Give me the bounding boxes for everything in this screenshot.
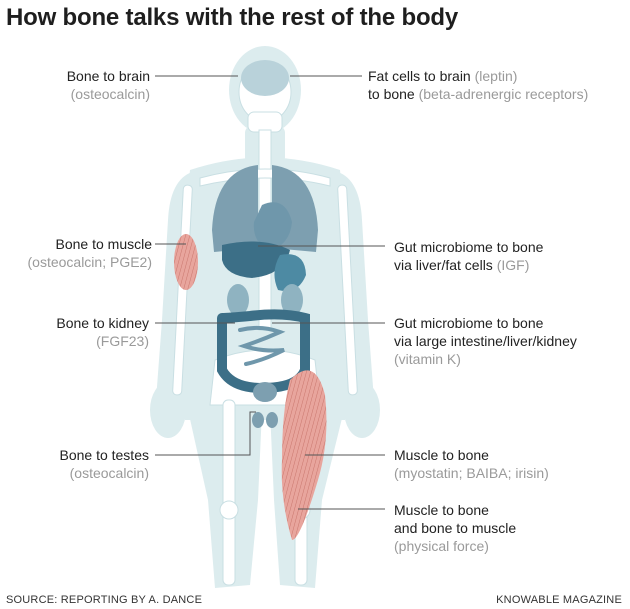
brain [241,60,289,96]
label-main: Bone to brain [66,68,150,84]
page-title: How bone talks with the rest of the body [6,4,459,31]
label-gut-intestine: Gut microbiome to bone via large intesti… [394,314,577,368]
small-intestine [237,325,286,366]
label-sub: (osteocalcin) [70,86,150,102]
arm-muscle [174,234,198,290]
label-sub: (myostatin; BAIBA; irisin) [394,465,549,481]
label-sub: (osteocalcin; PGE2) [27,254,153,270]
liver [222,241,290,278]
label-sub: (osteocalcin) [69,465,149,481]
label-sub: (IGF) [496,257,530,273]
kidneys [227,284,303,316]
label-main: Muscle to bone [394,502,489,518]
label-sub: (FGF23) [96,333,149,349]
publisher-credit: KNOWABLE MAGAZINE [496,594,622,606]
stomach [274,254,306,291]
label-gut-liver: Gut microbiome to bone via liver/fat cel… [394,238,543,274]
label-main: Fat cells to brain [368,68,471,84]
label-bone-to-kidney: Bone to kidney (FGF23) [56,314,149,350]
label-bone-to-muscle: Bone to muscle (osteocalcin; PGE2) [28,235,153,271]
leader-lines [155,75,385,510]
label-main: via liver/fat cells [394,257,493,273]
label-muscle-to-bone: Muscle to bone (myostatin; BAIBA; irisin… [394,446,549,482]
label-main: via large intestine/liver/kidney [394,333,577,349]
intestines [217,309,310,394]
label-fat-cells: Fat cells to brain (leptin) to bone (bet… [368,67,588,103]
label-main: Bone to testes [59,447,149,463]
heart [253,202,292,252]
label-bone-to-testes: Bone to testes (osteocalcin) [59,446,149,482]
label-physical-force: Muscle to bone and bone to muscle (physi… [394,501,516,555]
label-bone-to-brain: Bone to brain (osteocalcin) [67,67,150,103]
thigh-muscle [281,370,327,540]
label-main: Gut microbiome to bone [394,315,544,331]
label-sub: (beta-adrenergic receptors) [418,86,589,102]
label-main: Bone to kidney [56,315,149,331]
label-sub: (physical force) [394,538,489,554]
label-main: Muscle to bone [394,447,489,463]
label-main: Gut microbiome to bone [394,239,544,255]
label-main: Bone to muscle [55,236,153,252]
label-sub: (vitamin K) [394,351,461,367]
label-sub: (leptin) [474,68,518,84]
pelvic-organs [252,382,278,428]
label-main: and bone to muscle [394,520,517,536]
source-credit: SOURCE: REPORTING BY A. DANCE [6,594,203,606]
label-main: to bone [368,86,415,102]
